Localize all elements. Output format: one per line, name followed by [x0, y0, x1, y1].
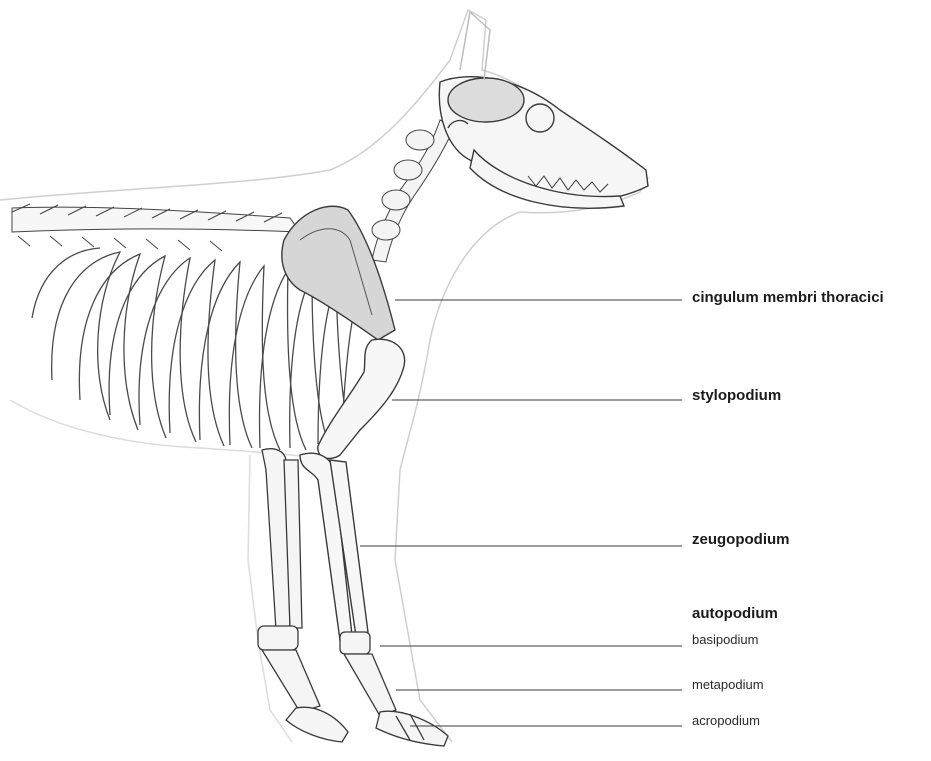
label-zeugopodium: zeugopodium	[692, 531, 790, 548]
label-cingulum-membri-thoracici: cingulum membri thoracici	[692, 289, 884, 306]
humerus	[318, 339, 405, 458]
label-acropodium: acropodium	[692, 713, 760, 728]
leader-lines	[360, 300, 682, 726]
skull	[439, 77, 648, 209]
spine	[12, 204, 300, 251]
label-basipodium: basipodium	[692, 632, 759, 647]
label-metapodium: metapodium	[692, 677, 764, 692]
label-stylopodium: stylopodium	[692, 387, 781, 404]
label-autopodium: autopodium	[692, 605, 778, 622]
cervical-vertebrae	[372, 120, 454, 262]
forearm-bones	[300, 453, 368, 640]
front-paw	[340, 632, 448, 746]
